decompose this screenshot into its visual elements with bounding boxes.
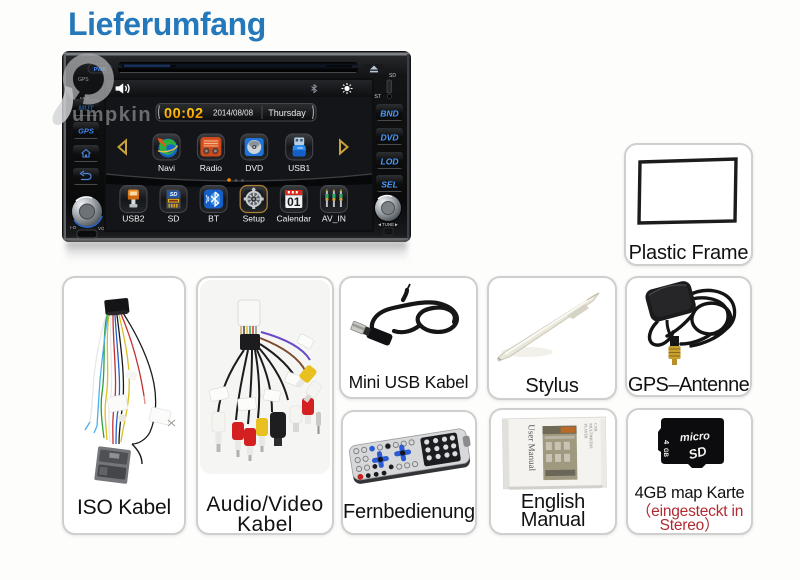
svg-text:Thursday: Thursday	[268, 108, 306, 118]
svg-text:PWR: PWR	[94, 67, 107, 73]
svg-text:Calendar: Calendar	[277, 214, 312, 224]
svg-text:MULTIMEDIA: MULTIMEDIA	[588, 423, 593, 449]
svg-text:BND: BND	[380, 109, 398, 119]
svg-text:SD: SD	[168, 214, 180, 224]
svg-text:VOL: VOL	[98, 226, 108, 231]
svg-text:Setup: Setup	[243, 214, 265, 224]
svg-text:DVD: DVD	[245, 163, 263, 173]
svg-text:micro: micro	[680, 430, 711, 444]
svg-text:BT: BT	[208, 214, 219, 224]
svg-text:2014/08/08: 2014/08/08	[213, 109, 254, 118]
svg-text:Radio: Radio	[200, 163, 222, 173]
svg-text:umpkin: umpkin	[72, 104, 152, 126]
svg-text:SEL: SEL	[381, 180, 398, 190]
svg-text:USB2: USB2	[122, 214, 144, 224]
svg-text:User Manual: User Manual	[526, 424, 537, 471]
svg-text:SD: SD	[687, 443, 709, 462]
svg-text:01: 01	[287, 195, 301, 209]
svg-text:SD: SD	[389, 73, 396, 79]
svg-text:GPS: GPS	[78, 77, 89, 83]
svg-text:USB1: USB1	[288, 163, 310, 173]
svg-text:SD: SD	[170, 192, 178, 198]
svg-text:AV_IN: AV_IN	[322, 214, 346, 224]
svg-text:Navi: Navi	[158, 163, 175, 173]
svg-text:RST: RST	[371, 94, 381, 100]
svg-text:LOD: LOD	[381, 157, 399, 167]
svg-text:◄TUNE►: ◄TUNE►	[377, 222, 398, 227]
svg-text:4: 4	[662, 440, 671, 445]
svg-text:DVD: DVD	[381, 133, 399, 143]
svg-text:CAR: CAR	[593, 423, 598, 432]
svg-text:MUT: MUT	[78, 106, 94, 113]
svg-text:PLAYER: PLAYER	[583, 423, 588, 439]
svg-text:00:02: 00:02	[164, 106, 204, 122]
svg-text:I-O: I-O	[70, 225, 77, 230]
svg-text:GB: GB	[662, 448, 668, 458]
svg-text:GPS: GPS	[78, 127, 94, 136]
